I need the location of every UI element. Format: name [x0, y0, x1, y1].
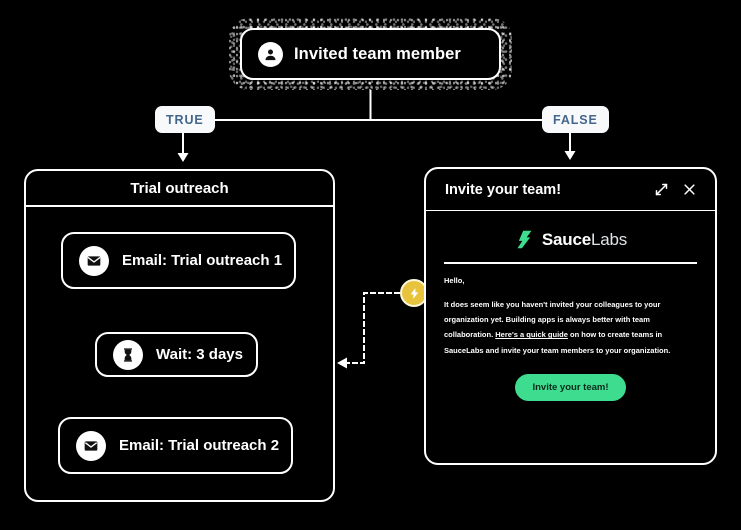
user-avatar-icon: [258, 41, 283, 67]
step-node-email-trial-outreach-1[interactable]: Email: Trial outreach 1: [61, 232, 296, 289]
close-icon[interactable]: [679, 180, 699, 200]
envelope-icon: [76, 430, 106, 461]
envelope-icon: [79, 245, 109, 276]
email-body-link[interactable]: Here's a quick guide: [495, 330, 568, 340]
email-preview-titlebar: Invite your team!: [426, 169, 715, 211]
email-body-part-2: on how to create teams in SauceLabs and …: [444, 330, 671, 355]
email-paragraph: It does seem like you haven't invited yo…: [444, 297, 697, 359]
step-label: Wait: 3 days: [156, 346, 243, 363]
branch-pill-false[interactable]: FALSE: [542, 106, 609, 133]
step-label: Email: Trial outreach 1: [122, 252, 283, 269]
expand-diagonal-icon[interactable]: [651, 180, 671, 200]
trigger-node-invited-team-member[interactable]: Invited team member: [240, 28, 501, 80]
email-preview-title: Invite your team!: [445, 181, 562, 198]
group-header: Trial outreach: [26, 171, 333, 207]
branch-pill-true[interactable]: TRUE: [155, 106, 215, 133]
brand-name-light: Labs: [591, 229, 628, 249]
step-node-email-trial-outreach-2[interactable]: Email: Trial outreach 2: [58, 417, 293, 474]
trigger-label: Invited team member: [294, 44, 461, 63]
invite-your-team-button[interactable]: Invite your team!: [515, 374, 626, 401]
brand-name: SauceLabs: [542, 230, 627, 250]
saucelabs-mark-icon: [517, 230, 532, 249]
group-title: Trial outreach: [130, 179, 229, 197]
step-label: Email: Trial outreach 2: [119, 437, 280, 454]
email-preview-body: SauceLabs Hello, It does seem like you h…: [426, 211, 715, 401]
divider: [444, 262, 697, 264]
step-node-wait-3-days[interactable]: Wait: 3 days: [95, 332, 258, 377]
saucelabs-logo: SauceLabs: [444, 225, 697, 262]
hourglass-icon: [113, 339, 143, 370]
email-preview-card: Invite your team! SauceLabs: [424, 167, 717, 465]
email-greeting: Hello,: [444, 275, 465, 285]
brand-name-bold: Sauce: [541, 229, 591, 249]
email-body-part-1: It does seem like you haven't invited yo…: [444, 299, 661, 340]
